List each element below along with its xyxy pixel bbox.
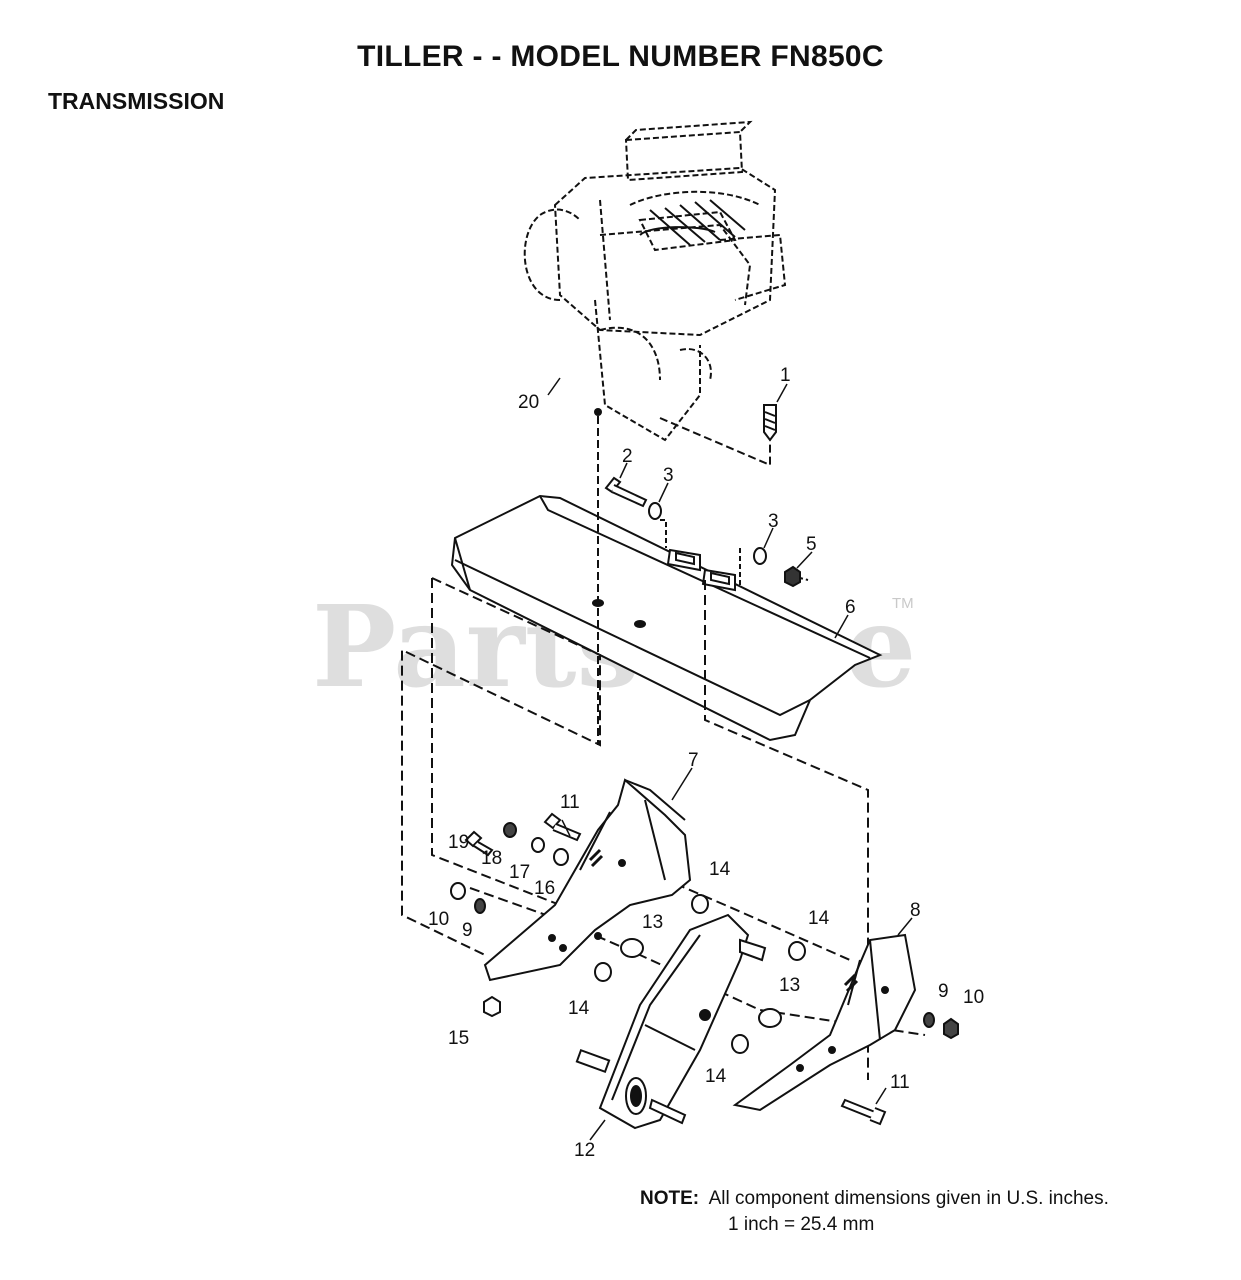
small-hardware [450, 822, 959, 1054]
callout-19: 19 [448, 832, 469, 853]
part-13-spacer-left [620, 938, 644, 958]
note-line-1: All component dimensions given in U.S. i… [708, 1188, 1109, 1209]
callout-14-a: 14 [709, 859, 731, 880]
part-1-bolt [763, 404, 777, 442]
callout-18: 18 [481, 848, 502, 869]
note-line-2: 1 inch = 25.4 mm [728, 1214, 875, 1235]
callout-2: 2 [622, 446, 633, 467]
part-3-washer-b [753, 547, 767, 565]
part-11-bolt-b [840, 1098, 887, 1126]
watermark-tm: TM [892, 595, 914, 612]
part-2-bolt [604, 476, 648, 508]
part-14-bushing-c [788, 941, 806, 961]
engine [523, 120, 787, 442]
part-12-transmission [575, 913, 767, 1130]
callout-15: 15 [448, 1028, 469, 1049]
callout-6: 6 [845, 597, 856, 618]
callout-11-bottom: 11 [890, 1072, 910, 1093]
part-18-lockwasher [503, 822, 517, 838]
diagram-title: TILLER - - MODEL NUMBER FN850C [357, 40, 884, 73]
callout-13-left: 13 [642, 912, 663, 933]
callout-10-right: 10 [963, 987, 984, 1008]
callout-20: 20 [518, 392, 539, 413]
part-17-washer [531, 837, 545, 853]
part-6-tine-shield [450, 494, 883, 742]
section-heading: TRANSMISSION [48, 88, 225, 114]
callout-3b: 3 [768, 511, 779, 532]
callout-8: 8 [910, 900, 921, 921]
part-14-bushing-d [731, 1034, 749, 1054]
part-3-washer [648, 502, 662, 520]
callout-5: 5 [806, 534, 817, 555]
dimension-note: NOTE: All component dimensions given in … [640, 1186, 1109, 1238]
callout-17: 17 [509, 862, 530, 883]
note-label: NOTE: [640, 1188, 700, 1209]
part-19-bolt [464, 830, 494, 857]
callout-9-right: 9 [938, 981, 949, 1002]
engine-mount-hole [594, 408, 602, 416]
part-16-washer [553, 848, 569, 866]
part-8-right-bracket [732, 933, 917, 1112]
callout-7: 7 [688, 750, 699, 771]
callout-16: 16 [534, 878, 555, 899]
callout-9-left: 9 [462, 920, 473, 941]
callout-14-c: 14 [808, 908, 830, 929]
callout-14-b: 14 [568, 998, 590, 1019]
callout-1: 1 [780, 365, 791, 386]
engine-fins [639, 199, 746, 246]
part-14-bushing-b [594, 962, 612, 982]
callout-13-right: 13 [779, 975, 800, 996]
part-9-lockwasher-right [923, 1012, 935, 1028]
part-15-nut [483, 995, 501, 1018]
callout-11-top: 11 [560, 792, 580, 813]
part-11-bolt-a [543, 812, 582, 842]
callout-10-left: 10 [428, 909, 449, 930]
part-14-bushing-a [691, 894, 709, 914]
callout-14-d: 14 [705, 1066, 727, 1087]
part-5-nut [784, 565, 809, 588]
part-7-left-bracket [483, 778, 692, 982]
leader-lines [547, 377, 913, 1141]
part-10-nut-left [450, 882, 466, 900]
callout-3: 3 [663, 465, 674, 486]
part-9-lockwasher-left [474, 898, 486, 914]
callouts: 1 2 3 3 5 6 7 8 9 9 10 10 11 11 12 13 13… [428, 365, 984, 1161]
part-10-nut-right [943, 1017, 959, 1040]
part-13-spacer-right [758, 1008, 782, 1028]
callout-12: 12 [574, 1140, 595, 1161]
